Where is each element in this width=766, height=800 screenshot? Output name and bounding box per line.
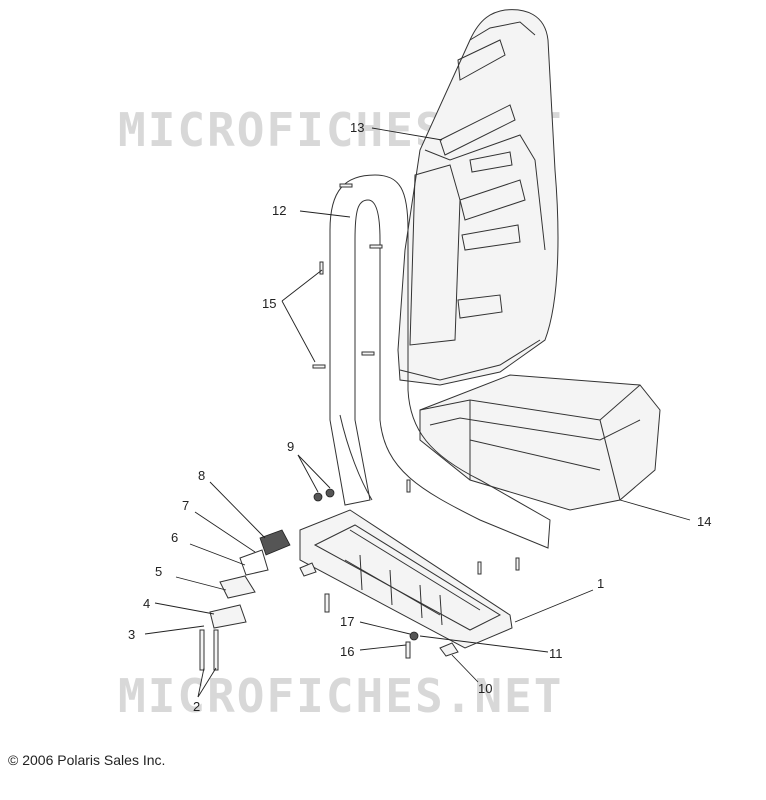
callout-labels: 1 2 3 4 5 6 7 8 9 10 11 12 13 14 15 16 1… — [128, 120, 711, 714]
hardware — [199, 183, 520, 671]
callout-10: 10 — [478, 681, 492, 696]
seat-base — [299, 509, 513, 649]
callout-13: 13 — [350, 120, 364, 135]
callout-9: 9 — [287, 439, 294, 454]
callout-11: 11 — [549, 646, 563, 661]
callout-7: 7 — [182, 498, 189, 513]
leader-lines — [144, 127, 691, 698]
watermark-bottom: MICROFICHES.NET — [118, 669, 563, 723]
copyright-text: © 2006 Polaris Sales Inc. — [8, 752, 166, 768]
callout-1: 1 — [597, 576, 604, 591]
seat-back — [397, 9, 559, 386]
callout-5: 5 — [155, 564, 162, 579]
callout-3: 3 — [128, 627, 135, 642]
callout-14: 14 — [697, 514, 711, 529]
callout-17: 17 — [340, 614, 354, 629]
callout-6: 6 — [171, 530, 178, 545]
callout-2: 2 — [193, 699, 200, 714]
seat-frame — [329, 174, 551, 549]
callout-12: 12 — [272, 203, 286, 218]
callout-16: 16 — [340, 644, 354, 659]
callout-15: 15 — [262, 296, 276, 311]
callout-4: 4 — [143, 596, 150, 611]
seat-bottom — [419, 374, 661, 511]
callout-8: 8 — [198, 468, 205, 483]
